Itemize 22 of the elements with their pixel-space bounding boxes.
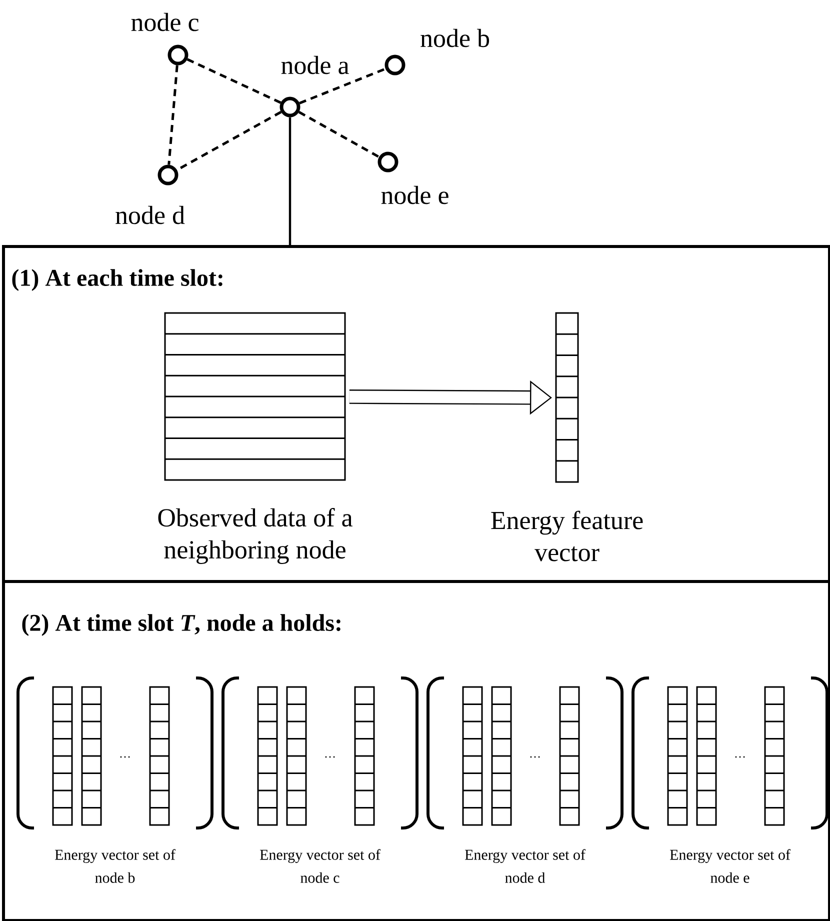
- panel-heading: (2) At time slot T, node a holds:: [22, 614, 340, 636]
- link-line: [298, 110, 380, 158]
- ellipsis: …: [325, 756, 335, 758]
- node-label: node d: [116, 206, 185, 224]
- node-label: Energy feature vector: [491, 510, 643, 562]
- ellipsis: …: [530, 756, 540, 758]
- link-line: [186, 58, 282, 104]
- node-label: Energy vector set of node b: [54, 849, 176, 883]
- node-label: Observed data of a neighboring node: [158, 508, 352, 564]
- node-label: node c: [131, 12, 198, 32]
- node-label: node b: [420, 28, 490, 48]
- node-label: Energy vector set of node d: [464, 849, 586, 883]
- node-label: node a: [281, 56, 349, 74]
- connector-line: [288, 117, 292, 245]
- node-label: Energy vector set of node e: [670, 849, 790, 883]
- panel-heading: (1) At each time slot:: [12, 269, 222, 291]
- link-line: [168, 65, 178, 165]
- ellipsis: …: [120, 756, 130, 758]
- node-label: Energy vector set of node c: [260, 849, 380, 883]
- node-label: node e: [381, 186, 448, 204]
- link-line: [299, 68, 386, 104]
- ellipsis: …: [735, 756, 745, 758]
